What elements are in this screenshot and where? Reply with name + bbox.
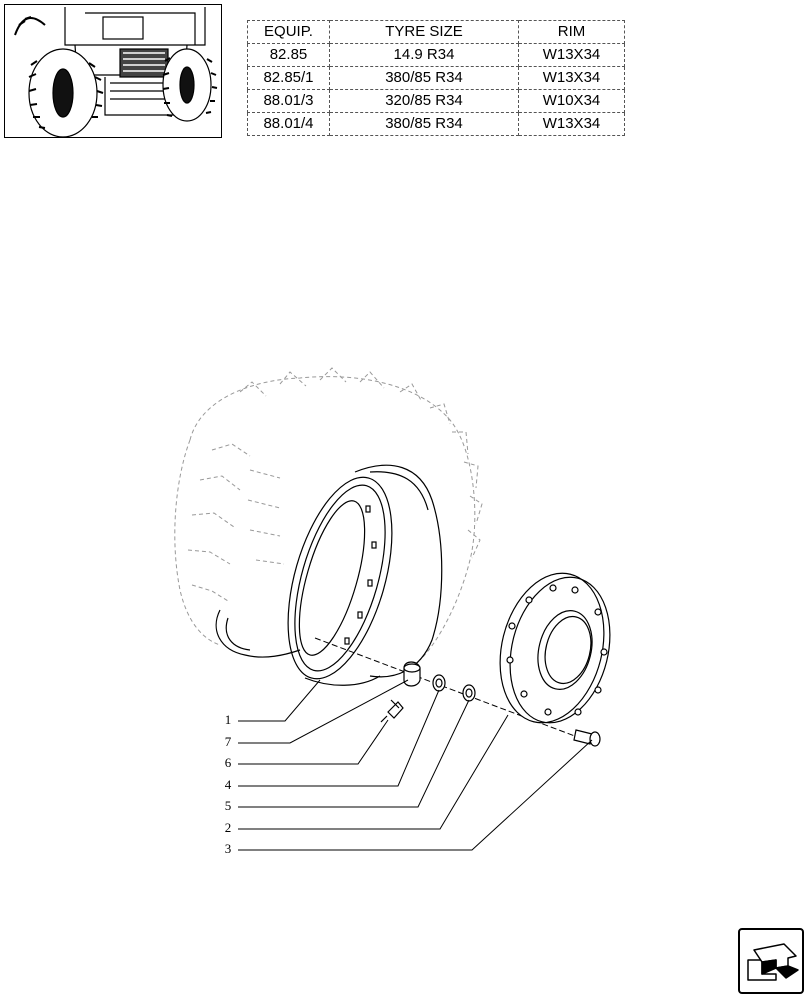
tractor-thumbnail (4, 4, 222, 138)
leader-lines (238, 679, 593, 851)
rim-cell: W13X34 (518, 66, 625, 90)
table-row: 88.01/4 380/85 R34 W13X34 (247, 112, 625, 136)
tyre-size-table: EQUIP. TYRE SIZE RIM 82.85 14.9 R34 W13X… (247, 20, 625, 136)
table-row: 82.85 14.9 R34 W13X34 (247, 43, 625, 67)
callout-2: 2 (224, 820, 232, 835)
equip-cell: 88.01/3 (247, 89, 330, 113)
phantom-tyre (174, 367, 483, 661)
wheel-disc-part-2 (499, 572, 611, 724)
tyre-size-cell: 380/85 R34 (329, 112, 519, 136)
tractor-front-view-icon (14, 7, 218, 137)
column-header-rim: RIM (518, 20, 625, 44)
equip-cell: 82.85 (247, 43, 330, 67)
valve-part-6 (380, 699, 404, 723)
washer-part-5 (462, 684, 476, 702)
callout-1: 1 (224, 712, 232, 727)
table-row: 88.01/3 320/85 R34 W10X34 (247, 89, 625, 113)
rim-cell: W10X34 (518, 89, 625, 113)
washer-part-4 (432, 674, 446, 692)
next-page-button[interactable] (738, 928, 804, 994)
rim-cell: W13X34 (518, 112, 625, 136)
column-header-equip: EQUIP. (247, 20, 330, 44)
callout-3: 3 (224, 841, 232, 856)
table-header-row: EQUIP. TYRE SIZE RIM (247, 20, 625, 44)
bolt-part-3 (573, 729, 601, 747)
table-row: 82.85/1 380/85 R34 W13X34 (247, 66, 625, 90)
equip-cell: 88.01/4 (247, 112, 330, 136)
callout-4: 4 (224, 777, 232, 792)
callout-7: 7 (224, 734, 232, 749)
tyre-size-cell: 320/85 R34 (329, 89, 519, 113)
equip-cell: 82.85/1 (247, 66, 330, 90)
callout-5: 5 (224, 798, 232, 813)
rim-cell: W13X34 (518, 43, 625, 67)
arrow-next-page-icon (747, 943, 799, 981)
callout-6: 6 (224, 755, 232, 770)
spacer-part-7 (403, 661, 421, 687)
rim (215, 464, 443, 686)
